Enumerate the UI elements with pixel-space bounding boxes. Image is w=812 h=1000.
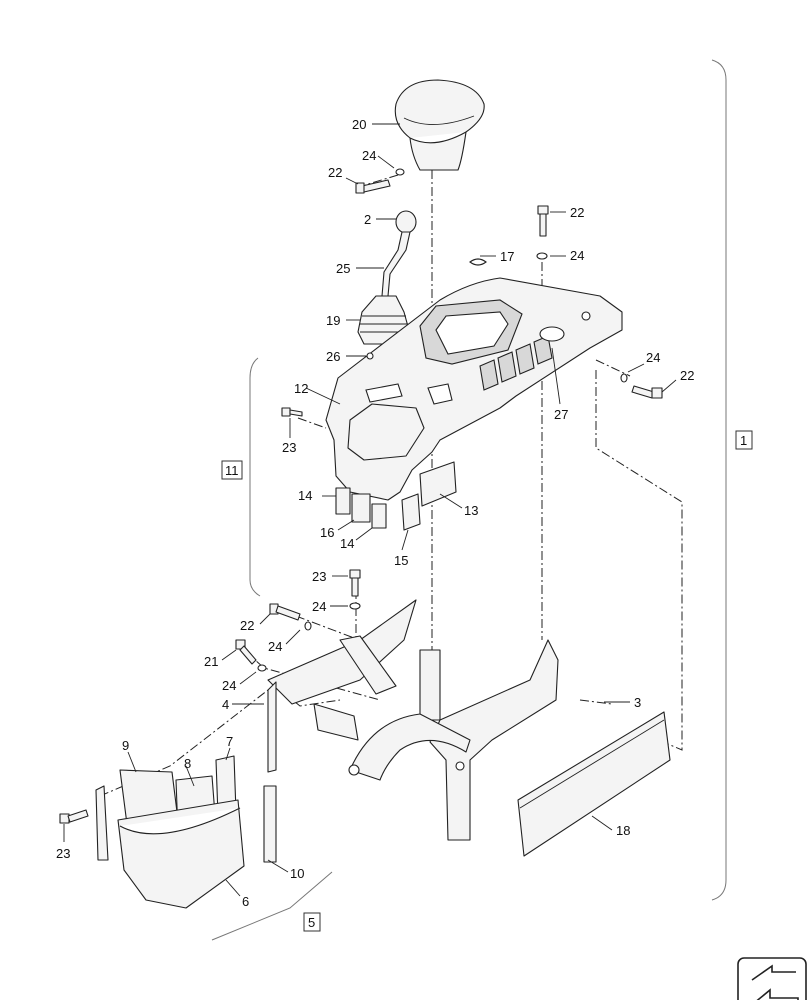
callout-18: 18 [616,823,630,838]
callout-26: 26 [326,349,340,364]
callout-7: 7 [226,734,233,749]
console-body-part [325,258,623,501]
bolt-21 [235,639,257,665]
svg-text:1: 1 [740,433,747,448]
bolt-22c [631,385,663,399]
bolt-22d [269,603,301,621]
axis-line-right-cover [595,370,683,751]
callout-19: 19 [326,313,340,328]
bolt-22a [355,179,391,194]
axis-line-bolt-mid2 [295,615,371,645]
callout-15: 15 [394,553,408,568]
assembly-label-5: 5 [303,912,321,932]
callout-23: 23 [282,440,296,455]
callout-2: 2 [364,212,371,227]
arrow-left-icon[interactable] [737,957,807,1000]
callout-12: 12 [294,381,308,396]
axis-line-screw-right [595,359,631,377]
washer-24e [304,621,312,631]
callout-24: 24 [222,678,236,693]
callout-17: 17 [500,249,514,264]
callout-27: 27 [554,407,568,422]
callout-22: 22 [328,165,342,180]
axis-line-cover-18 [579,699,613,705]
callout-6: 6 [242,894,249,909]
callout-24: 24 [646,350,660,365]
leader-lines [63,123,677,897]
screw-23c [59,809,89,824]
callout-24: 24 [268,639,282,654]
support-frame-part [348,639,559,841]
bolt-23b [349,569,361,597]
callout-14: 14 [298,488,312,503]
knob-part [394,79,485,171]
switch-blanks-part [335,487,387,529]
callout-9: 9 [122,738,129,753]
washer-24f [257,664,267,672]
callout-labels: 20 24 22 2 25 19 26 12 23 22 24 17 24 22… [56,117,694,909]
callout-22: 22 [680,368,694,383]
callout-21: 21 [204,654,218,669]
assembly-bracket-1 [711,59,727,901]
axis-line-bolt-side [364,174,399,186]
callout-20: 20 [352,117,366,132]
callout-8: 8 [184,756,191,771]
assembly-label-11: 11 [221,460,243,480]
switch-panel [479,335,553,391]
washer-24c [620,373,628,383]
callout-14: 14 [340,536,354,551]
mounting-plate-part [267,599,417,773]
callout-24: 24 [312,599,326,614]
pin-26 [366,352,374,360]
washer-24b [536,252,548,260]
side-panel-part [401,461,457,531]
callout-22: 22 [570,205,584,220]
strip-part [263,785,277,863]
washer-24d [349,602,361,610]
callout-24: 24 [570,248,584,263]
callout-4: 4 [222,697,229,712]
callout-13: 13 [464,503,478,518]
callout-23: 23 [56,846,70,861]
washer-24a [395,168,405,176]
assembly-label-1: 1 [735,430,753,450]
callout-16: 16 [320,525,334,540]
callout-23: 23 [312,569,326,584]
right-cover-part [517,711,671,857]
callout-24: 24 [362,148,376,163]
svg-text:11: 11 [225,463,239,478]
screw-23a [281,407,303,417]
axis-line-bracket [297,417,327,429]
assembly-bracket-11 [249,357,261,597]
callout-10: 10 [290,866,304,881]
callout-3: 3 [634,695,641,710]
callout-22: 22 [240,618,254,633]
svg-text:5: 5 [308,915,315,930]
assembly-bracket-5 [211,871,333,941]
bolt-22b [537,205,549,237]
gear-lever-part [381,210,417,297]
callout-25: 25 [336,261,350,276]
left-cover-parts [95,755,245,909]
